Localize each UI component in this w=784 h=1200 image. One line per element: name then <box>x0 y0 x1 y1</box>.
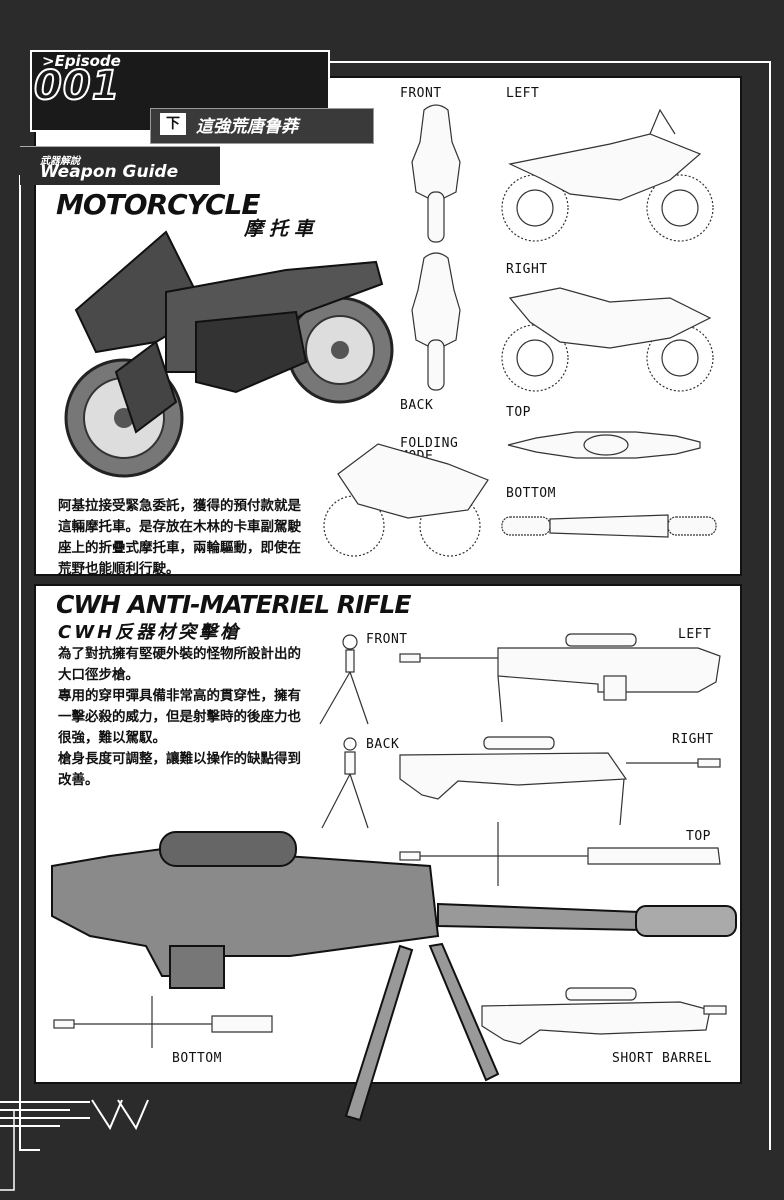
rifle-label-right: RIGHT <box>672 732 714 747</box>
rifle-main-illustration <box>51 831 737 1122</box>
moto-desc-line: 這輛摩托車。是存放在木林的卡車副駕駛 <box>58 519 301 535</box>
episode-label: >Episode <box>42 52 121 70</box>
rifle-description: 為了對抗擁有堅硬外裝的怪物所設計出的 大口徑步槍。 專用的穿甲彈具備非常高的貫穿… <box>58 644 316 791</box>
moto-desc-line: 荒野也能順利行駛。 <box>58 561 180 577</box>
rifle-label-back: BACK <box>366 737 400 752</box>
moto-top-view <box>507 431 701 459</box>
weapon-guide-en: Weapon Guide <box>40 162 179 182</box>
weapon-guide-zh: 武器解說 <box>40 156 80 167</box>
chapter-title: 這強荒唐鲁莽 <box>196 117 298 137</box>
rifle-right-view <box>399 736 721 826</box>
moto-front-view <box>411 104 461 243</box>
rifle-desc-line: 大口徑步槍。 <box>58 667 139 683</box>
rifle-label-top: TOP <box>686 829 711 844</box>
rifle-title: CWH ANTI-MATERIEL RIFLE <box>56 590 411 619</box>
rifle-desc-line: 很強，難以駕馭。 <box>58 730 166 746</box>
rifle-desc-line: 槍身長度可調整，讓難以操作的缺點得到 <box>58 751 301 767</box>
rifle-desc-line: 為了對抗擁有堅硬外裝的怪物所設計出的 <box>58 646 301 662</box>
rifle-title-zh: CWH反器材突擊槍 <box>58 622 242 643</box>
weapon-guide-tag <box>20 146 220 185</box>
motorcycle-title: MOTORCYCLE <box>56 188 260 221</box>
moto-label-back: BACK <box>400 398 434 413</box>
moto-folding-view <box>323 443 489 557</box>
moto-label-top: TOP <box>506 405 531 420</box>
chapter-marker: 下 <box>160 113 186 135</box>
rifle-back-view <box>321 737 369 829</box>
rifle-label-front: FRONT <box>366 632 408 647</box>
moto-label-bottom: BOTTOM <box>506 486 556 501</box>
moto-label-front: FRONT <box>400 86 442 101</box>
moto-right-view <box>501 287 714 392</box>
moto-desc-line: 阿基拉接受緊急委託，獲得的預付款就是 <box>58 498 301 514</box>
rifle-short-barrel-view <box>481 987 727 1045</box>
moto-left-view <box>501 108 714 242</box>
moto-label-right: RIGHT <box>506 262 548 277</box>
chapter-title-bar <box>150 108 374 144</box>
rifle-label-bottom: BOTTOM <box>172 1051 222 1066</box>
episode-number: 001 <box>33 63 121 109</box>
moto-desc-line: 座上的折疊式摩托車，兩輪驅動，即使在 <box>58 540 301 556</box>
rifle-bottom-view <box>53 996 273 1048</box>
rifle-label-left: LEFT <box>678 627 712 642</box>
motorcycle-title-zh: 摩托車 <box>244 218 320 240</box>
rifle-label-short-barrel: SHORT BARREL <box>612 1051 712 1066</box>
rifle-desc-line: 一擊必殺的威力，但是射擊時的後座力也 <box>58 709 301 725</box>
moto-back-view <box>411 252 461 391</box>
brand-mark-icon <box>0 1099 149 1131</box>
rifle-desc-line: 改善。 <box>58 772 99 788</box>
rifle-left-view <box>399 633 721 723</box>
moto-label-left: LEFT <box>506 86 540 101</box>
moto-label-folding: FOLDING <box>400 436 459 451</box>
motorcycle-description: 阿基拉接受緊急委託，獲得的預付款就是 這輛摩托車。是存放在木林的卡車副駕駛 座上… <box>58 496 314 580</box>
motorcycle-main-illustration <box>64 230 394 478</box>
rifle-top-view <box>399 822 721 886</box>
rifle-front-view <box>319 634 369 725</box>
rifle-desc-line: 專用的穿甲彈具備非常高的貫穿性，擁有 <box>58 688 301 704</box>
moto-bottom-view <box>501 514 717 538</box>
